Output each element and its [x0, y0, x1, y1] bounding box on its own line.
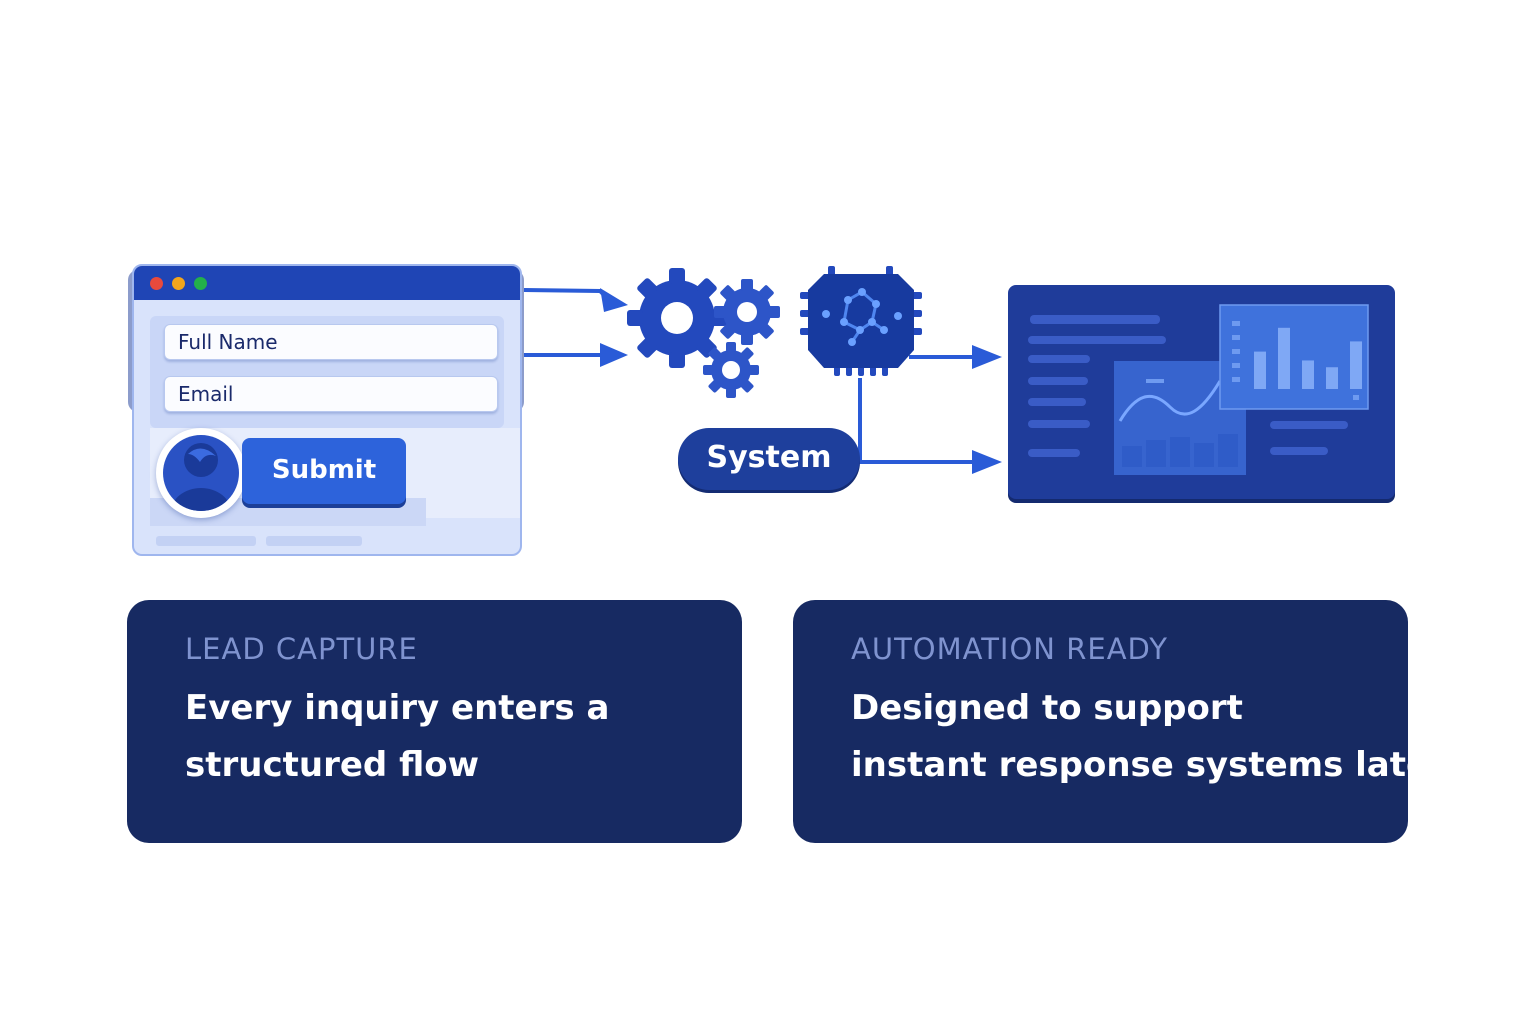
bar-chart-bar [1326, 367, 1338, 389]
line-chart-bar [1170, 437, 1190, 467]
bar-chart-panel [1219, 304, 1369, 410]
card-description-line: Every inquiry enters a [185, 688, 610, 728]
user-avatar-icon [156, 428, 246, 518]
chip-to-dashboard-arrow-bottom [858, 378, 975, 464]
bar-chart-legend-dot [1232, 321, 1240, 326]
bar-chart-bar [1350, 341, 1362, 389]
line-chart-bar [1218, 434, 1238, 467]
dashboard-illustration [1028, 304, 1369, 475]
bar-chart-legend-dot [1232, 377, 1240, 382]
ai-chip-icon [800, 266, 922, 376]
window-titlebar [134, 266, 520, 300]
dashboard-text-line [1270, 421, 1348, 429]
system-label: System [678, 428, 860, 490]
dashboard-text-line [1028, 420, 1090, 428]
window-minimize-dot[interactable] [172, 277, 185, 290]
card-description-line: Designed to support [851, 688, 1243, 728]
bar-chart-bar [1302, 360, 1314, 389]
dashboard-text-line [1028, 398, 1086, 406]
line-chart-bar [1146, 440, 1166, 467]
card-label: AUTOMATION READY [851, 632, 1168, 666]
window-close-dot[interactable] [150, 277, 163, 290]
lead-form-window: Full Name Email [132, 264, 522, 556]
dashboard-text-line [1028, 355, 1090, 363]
card-description-line: instant response systems later [851, 745, 1446, 785]
card-label: LEAD CAPTURE [185, 632, 418, 666]
dashboard-text-line [1028, 449, 1080, 457]
card-description-line: structured flow [185, 745, 480, 785]
automation-ready-card: AUTOMATION READY Designed to support ins… [793, 600, 1446, 843]
window-maximize-dot[interactable] [194, 277, 207, 290]
gears-icon [627, 268, 780, 398]
email-field[interactable]: Email [164, 376, 498, 412]
lead-capture-card: LEAD CAPTURE Every inquiry enters a stru… [127, 600, 742, 843]
form-footer-bar [156, 536, 256, 546]
full-name-field[interactable]: Full Name [164, 324, 498, 360]
dashboard-text-line [1030, 315, 1160, 324]
dashboard-text-line [1270, 447, 1328, 455]
dashboard-text-line [1028, 377, 1088, 385]
form-to-gears-arrow-top [523, 288, 614, 305]
trend-line [1118, 380, 1222, 422]
line-chart-bar [1122, 446, 1142, 467]
submit-button[interactable]: Submit [242, 438, 406, 504]
bar-chart-legend-dot [1232, 363, 1240, 368]
bar-chart-bar [1278, 327, 1290, 389]
line-chart-bar [1194, 443, 1214, 467]
analytics-dashboard [1008, 285, 1395, 499]
bar-chart-legend-dot [1232, 349, 1240, 354]
form-fields-panel: Full Name Email [150, 316, 504, 428]
bar-chart-bar [1254, 351, 1266, 389]
dashboard-text-line [1028, 336, 1166, 344]
form-footer-bar [266, 536, 362, 546]
bar-chart-legend-dot [1232, 335, 1240, 340]
